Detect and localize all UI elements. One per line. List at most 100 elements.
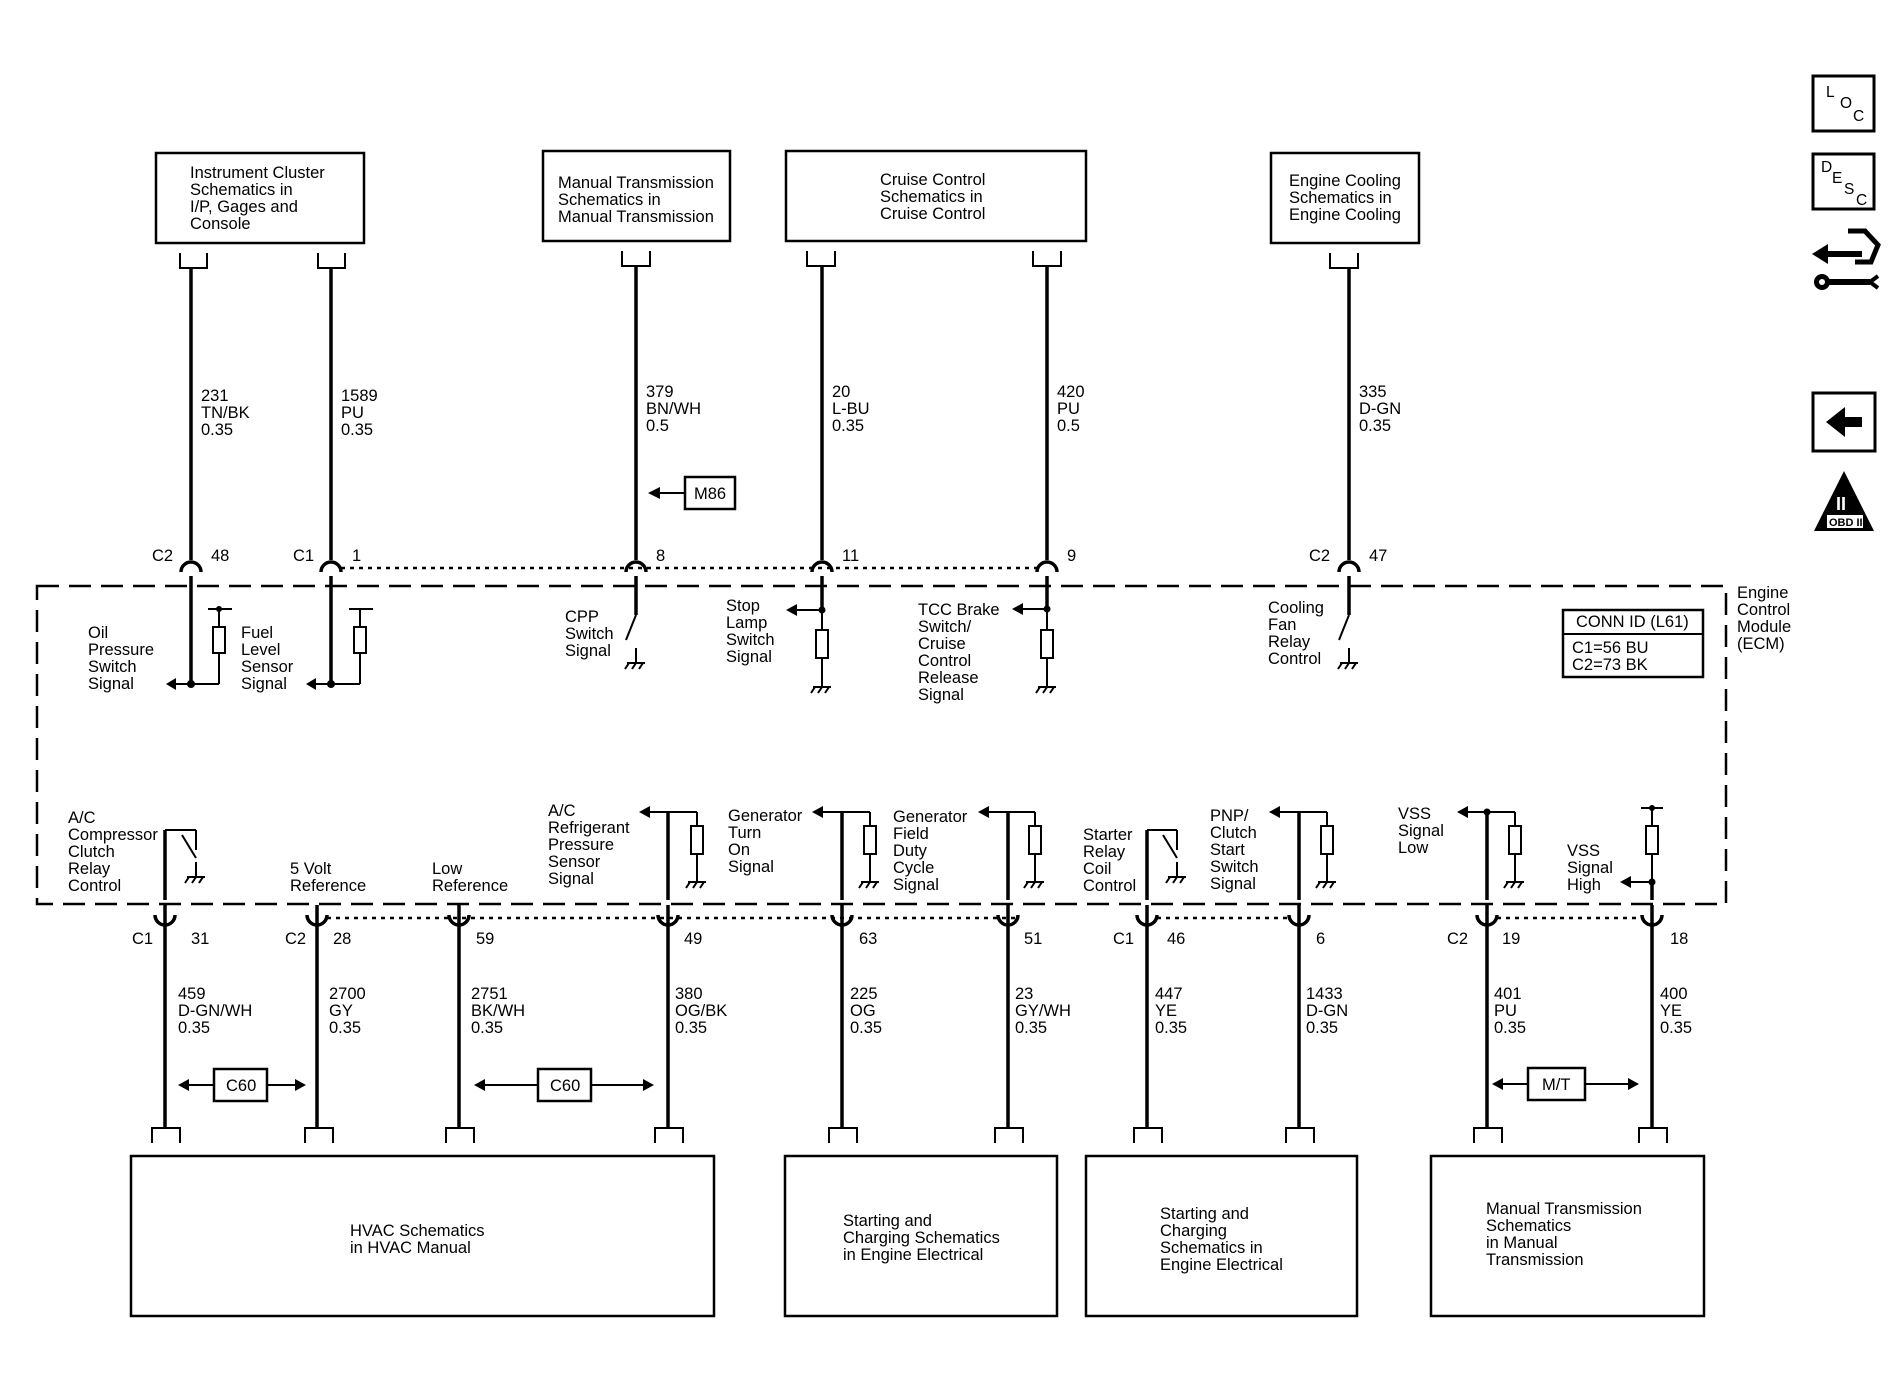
connector-tag-c60-b[interactable]: C60 — [474, 1067, 654, 1103]
module-text: Schematics — [1486, 1217, 1571, 1235]
pin-number: 49 — [684, 930, 702, 948]
wire-color: D-GN — [1359, 400, 1401, 418]
signal-generator-turn-on: Generator Turn On Signal — [728, 807, 803, 876]
circuit-vss-high — [1620, 805, 1663, 900]
signal-text: Clutch — [68, 843, 115, 861]
conn-id-box: CONN ID (L61) C1=56 BU C2=73 BK — [1561, 608, 1705, 679]
ecm-text: Module — [1737, 618, 1791, 636]
obd-numeral: II — [1836, 494, 1846, 514]
connector-id: C2 — [1309, 547, 1330, 565]
top-wire-label-379: 379 BN/WH 0.5 — [646, 383, 701, 435]
signal-text: Signal — [1210, 875, 1256, 893]
connector-id: C1 — [293, 547, 314, 565]
module-engine-cooling[interactable]: Engine Cooling Schematics in Engine Cool… — [1269, 151, 1421, 245]
pin-number: 1 — [352, 547, 361, 565]
circuit-cooling-fan — [1337, 576, 1358, 670]
wire-gauge: 0.35 — [471, 1019, 503, 1037]
module-starting-charging-1[interactable]: Starting and Charging Schematics in Engi… — [783, 1154, 1059, 1318]
signal-5v-reference: 5 Volt Reference — [290, 860, 366, 895]
signal-text: Relay — [68, 860, 111, 878]
signal-starter-relay: Starter Relay Coil Control — [1083, 826, 1136, 895]
connector-repair-icon[interactable] — [1812, 228, 1881, 290]
wire-color: L-BU — [832, 400, 870, 418]
pin-number: 59 — [476, 930, 494, 948]
loc-button[interactable]: L O C — [1811, 74, 1876, 133]
signal-text: Cycle — [893, 859, 934, 877]
obd-ii-icon[interactable]: II OBD II — [1814, 471, 1874, 531]
signal-text: Sensor — [548, 853, 601, 871]
signal-text: Refrigerant — [548, 819, 630, 837]
wire-color: BN/WH — [646, 400, 701, 418]
wire-gauge: 0.35 — [1306, 1019, 1338, 1037]
signal-text: Switch — [1210, 858, 1259, 876]
wire-color: YE — [1660, 1002, 1682, 1020]
circuit-number: 20 — [832, 383, 850, 401]
wire-gauge: 0.5 — [646, 417, 669, 435]
signal-pnp-clutch: PNP/ Clutch Start Switch Signal — [1210, 807, 1259, 893]
module-text: in Engine Electrical — [843, 1246, 983, 1264]
connector-tag-c60-a[interactable]: C60 — [178, 1067, 306, 1103]
pin-number: 9 — [1067, 547, 1076, 565]
wire-color: PU — [341, 404, 364, 422]
signal-text: Signal — [1398, 822, 1444, 840]
signal-text: Control — [918, 652, 971, 670]
pin-number: 46 — [1167, 930, 1185, 948]
signal-text: Starter — [1083, 826, 1133, 844]
signal-text: Generator — [728, 807, 803, 825]
signal-text: Low — [432, 860, 462, 878]
top-wire-label-335: 335 D-GN 0.35 — [1359, 383, 1401, 435]
module-cruise-control[interactable]: Cruise Control Schematics in Cruise Cont… — [784, 149, 1088, 243]
signal-text: Signal — [726, 648, 772, 666]
wire-gauge: 0.35 — [201, 421, 233, 439]
module-instrument-cluster[interactable]: Instrument Cluster Schematics in I/P, Ga… — [154, 151, 366, 245]
signal-text: 5 Volt — [290, 860, 332, 878]
module-starting-charging-2[interactable]: Starting and Charging Schematics in Engi… — [1084, 1154, 1359, 1318]
module-manual-transmission-bottom[interactable]: Manual Transmission Schematics in Manual… — [1429, 1154, 1706, 1318]
back-arrow-button[interactable] — [1811, 391, 1877, 453]
module-text: Schematics in — [190, 181, 293, 199]
bottom-wire-label-23: 23 GY/WH 0.35 — [1015, 985, 1071, 1037]
connector-tag-mt[interactable]: M/T — [1492, 1066, 1639, 1102]
module-text: Cruise Control — [880, 205, 985, 223]
top-wire-label-1589: 1589 PU 0.35 — [341, 387, 378, 439]
connector-id: C1 — [132, 930, 153, 948]
connector-tag-m86[interactable]: M86 — [648, 475, 737, 511]
signal-text: Lamp — [726, 614, 767, 632]
pin-number: 18 — [1670, 930, 1688, 948]
signal-text: Signal — [88, 675, 134, 693]
signal-tcc-brake: TCC Brake Switch/ Cruise Control Release… — [918, 601, 1000, 704]
module-manual-transmission-top[interactable]: Manual Transmission Schematics in Manual… — [541, 149, 732, 243]
bottom-wire-label-400: 400 YE 0.35 — [1660, 985, 1692, 1037]
desc-button[interactable]: D E S C — [1811, 152, 1876, 211]
top-wire-label-420: 420 PU 0.5 — [1057, 383, 1085, 435]
signal-text: Pressure — [88, 641, 154, 659]
pin-number: 19 — [1502, 930, 1520, 948]
ecm-label: Engine Control Module (ECM) — [1737, 584, 1791, 653]
top-connector-stubs — [179, 251, 1359, 269]
wire-gauge: 0.35 — [1359, 417, 1391, 435]
signal-vss-low: VSS Signal Low — [1398, 805, 1444, 857]
pin-number: 31 — [191, 930, 209, 948]
wire-color: OG — [850, 1002, 876, 1020]
conn-id-title: CONN ID (L61) — [1576, 613, 1689, 631]
bottom-wire-label-459: 459 D-GN/WH 0.35 — [178, 985, 252, 1037]
pin-number: 11 — [842, 547, 859, 565]
signal-ac-relay: A/C Compressor Clutch Relay Control — [68, 809, 158, 895]
circuit-cpp-switch — [624, 576, 645, 670]
bottom-wire-label-380: 380 OG/BK 0.35 — [675, 985, 727, 1037]
wire-color: D-GN/WH — [178, 1002, 252, 1020]
signal-text: Oil — [88, 624, 108, 642]
wire-color: PU — [1057, 400, 1080, 418]
module-hvac[interactable]: HVAC Schematics in HVAC Manual — [129, 1154, 716, 1318]
signal-text: Reference — [290, 877, 366, 895]
wire-color: D-GN — [1306, 1002, 1348, 1020]
module-text: Schematics in — [1160, 1239, 1263, 1257]
signal-text: Pressure — [548, 836, 614, 854]
bottom-wire-label-225: 225 OG 0.35 — [850, 985, 882, 1037]
circuit-number: 335 — [1359, 383, 1387, 401]
module-text: Manual Transmission — [558, 208, 714, 226]
circuit-number: 447 — [1155, 985, 1183, 1003]
signal-generator-field: Generator Field Duty Cycle Signal — [893, 808, 968, 894]
signal-text: A/C — [68, 809, 96, 827]
